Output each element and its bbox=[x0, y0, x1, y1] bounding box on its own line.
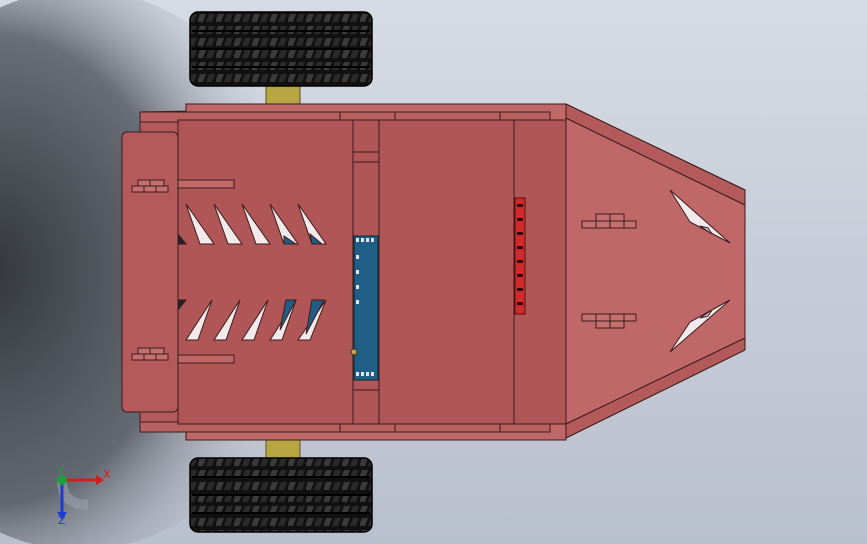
y-axis-label: Y bbox=[57, 464, 65, 477]
axis-triad: X Y Z bbox=[57, 464, 111, 527]
bottom-axle bbox=[265, 437, 301, 461]
top-wheel[interactable] bbox=[189, 11, 373, 107]
controller-pcb bbox=[353, 235, 379, 381]
bottom-wheel[interactable] bbox=[189, 437, 373, 533]
y-axis-dot bbox=[57, 475, 67, 485]
front-tab-top bbox=[581, 213, 637, 229]
front-plate bbox=[565, 117, 746, 425]
x-axis-label: X bbox=[103, 468, 111, 481]
vent-slots-top bbox=[177, 203, 327, 245]
z-axis-label: Z bbox=[58, 514, 66, 527]
robot-chassis[interactable] bbox=[121, 103, 746, 441]
rear-tab-top bbox=[131, 179, 169, 193]
rear-tab-bottom bbox=[131, 347, 169, 361]
rear-bumper bbox=[121, 131, 179, 413]
sensor-strip bbox=[514, 197, 526, 315]
vent-slots-bottom bbox=[177, 299, 327, 341]
top-axle bbox=[265, 83, 301, 107]
front-tab-bottom bbox=[581, 313, 637, 329]
